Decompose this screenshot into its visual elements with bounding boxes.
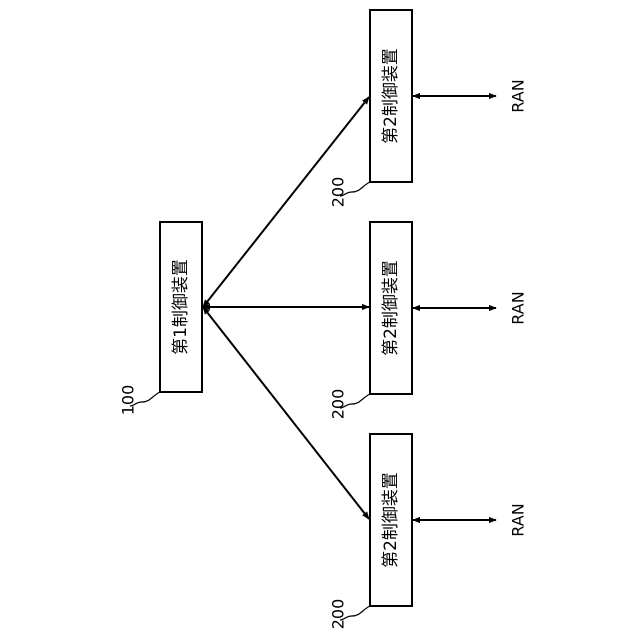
second-controller-node-3: 第2制御装置 xyxy=(370,434,412,606)
second-controller-node-1: 第2制御装置 xyxy=(370,10,412,182)
second-controller-ref-1: 200 xyxy=(329,177,348,208)
second-controller-ref-2: 200 xyxy=(329,389,348,420)
second-controller-node-2: 第2制御装置 xyxy=(370,222,412,394)
second-controller-label-3: 第2制御装置 xyxy=(381,472,401,568)
first-controller-label: 第1制御装置 xyxy=(171,259,191,355)
ran-label-3: RAN xyxy=(509,503,528,536)
second-controller-ref-3: 200 xyxy=(329,599,348,630)
ran-label-2: RAN xyxy=(509,291,528,324)
second-controller-label-1: 第2制御装置 xyxy=(381,48,401,144)
ran-label-1: RAN xyxy=(509,79,528,112)
first-controller-ref: 100 xyxy=(119,385,138,416)
second-controller-label-2: 第2制御装置 xyxy=(381,260,401,356)
first-controller-node: 第1制御装置 xyxy=(160,222,202,392)
